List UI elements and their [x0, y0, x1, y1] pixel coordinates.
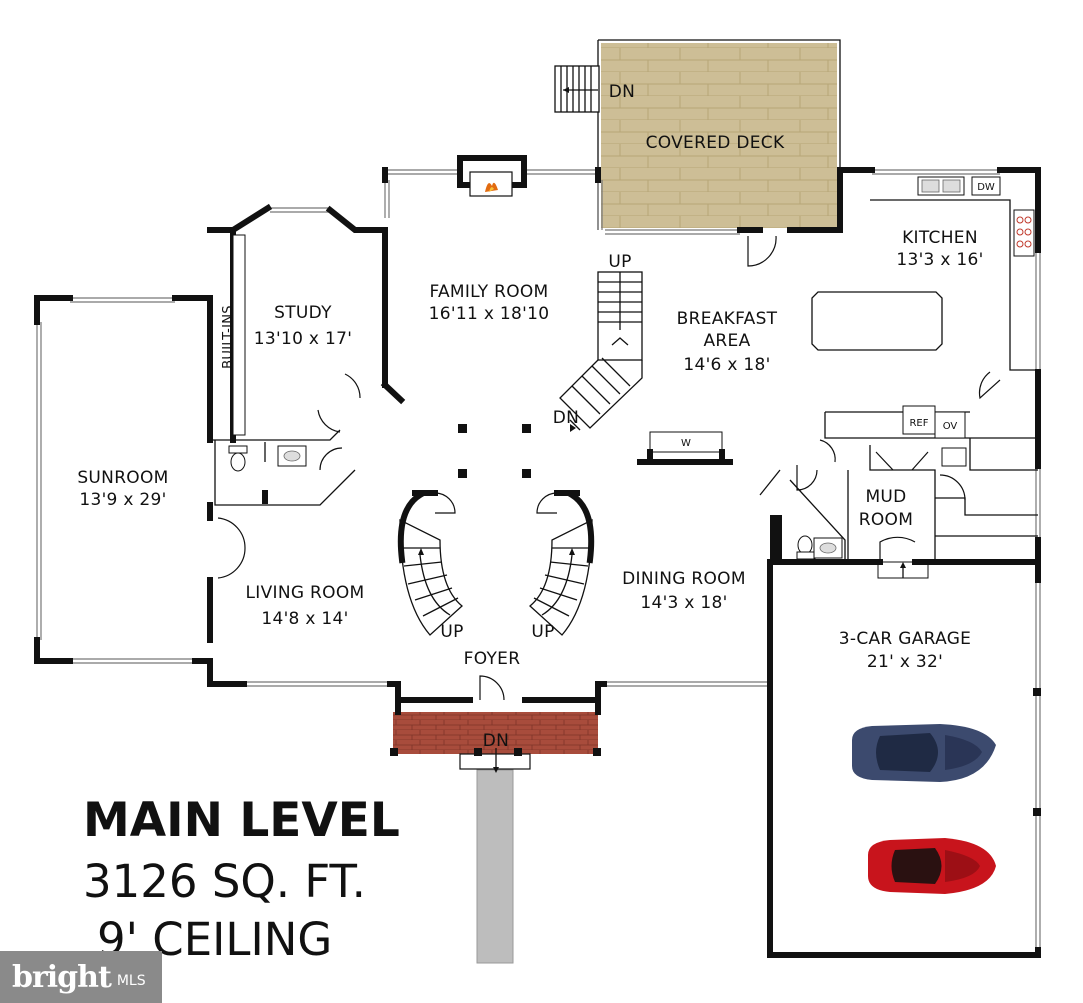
front-porch — [393, 712, 598, 754]
garage-label: 3-CAR GARAGE — [839, 629, 971, 649]
living-room-size: 14'8 x 14' — [261, 609, 348, 629]
mud-room-label: MUD — [865, 487, 906, 507]
foyer-label: FOYER — [464, 649, 521, 669]
covered-deck — [597, 39, 841, 230]
back-stairs-dn-label: DN — [553, 408, 579, 428]
study-label: STUDY — [274, 303, 332, 323]
dining-room-label: DINING ROOM — [622, 569, 746, 589]
car-blue-icon — [852, 724, 996, 782]
study-size: 13'10 x 17' — [254, 329, 352, 349]
back-stairs — [559, 271, 643, 432]
breakfast-area-label: BREAKFAST — [677, 309, 778, 329]
dining-room-size: 14'3 x 18' — [640, 593, 727, 613]
kitchen-size: 13'3 x 16' — [896, 250, 983, 270]
left-stair-up-label: UP — [440, 622, 463, 642]
kitchen-fixtures — [637, 176, 1035, 467]
right-curved-stair — [529, 490, 595, 636]
car-red-icon — [868, 838, 996, 894]
dishwasher-label: DW — [977, 182, 995, 193]
square-footage: 3126 SQ. FT. — [83, 855, 366, 908]
built-ins-label: BUILT-INS — [221, 305, 236, 369]
logo-brand: bright — [12, 959, 112, 995]
columns — [458, 424, 531, 478]
breakfast-area-size: 14'6 x 18' — [683, 355, 770, 375]
level-title: MAIN LEVEL — [83, 793, 400, 848]
doors — [217, 235, 1001, 701]
back-stairs-up-label: UP — [608, 252, 631, 272]
mud-room-label-2: ROOM — [859, 510, 913, 530]
logo-suffix: MLS — [116, 973, 146, 989]
front-walkway — [476, 769, 514, 964]
deck-dn-label: DN — [609, 82, 635, 102]
deck-stairs — [554, 65, 600, 113]
washer-label: W — [681, 438, 691, 449]
built-ins-cabinet — [232, 234, 246, 436]
sunroom-size: 13'9 x 29' — [79, 490, 166, 510]
kitchen-label: KITCHEN — [902, 228, 978, 248]
oven-label: OV — [943, 421, 958, 432]
fireplace-icon — [469, 171, 513, 197]
family-room-size: 16'11 x 18'10 — [429, 304, 550, 324]
bath-fixtures — [228, 445, 843, 560]
porch-dn-label: DN — [483, 731, 509, 751]
windows — [36, 169, 1041, 950]
family-room-label: FAMILY ROOM — [429, 282, 548, 302]
breakfast-area-label-2: AREA — [703, 331, 750, 351]
living-room-label: LIVING ROOM — [246, 583, 365, 603]
interior-walls — [210, 199, 1038, 562]
right-stair-up-label: UP — [531, 622, 554, 642]
garage-size: 21' x 32' — [867, 652, 943, 672]
refrigerator-label: REF — [909, 418, 928, 429]
bright-mls-logo: bright MLS — [0, 951, 162, 1003]
left-curved-stair — [397, 490, 463, 636]
sunroom-label: SUNROOM — [77, 468, 168, 488]
covered-deck-label: COVERED DECK — [646, 133, 785, 153]
